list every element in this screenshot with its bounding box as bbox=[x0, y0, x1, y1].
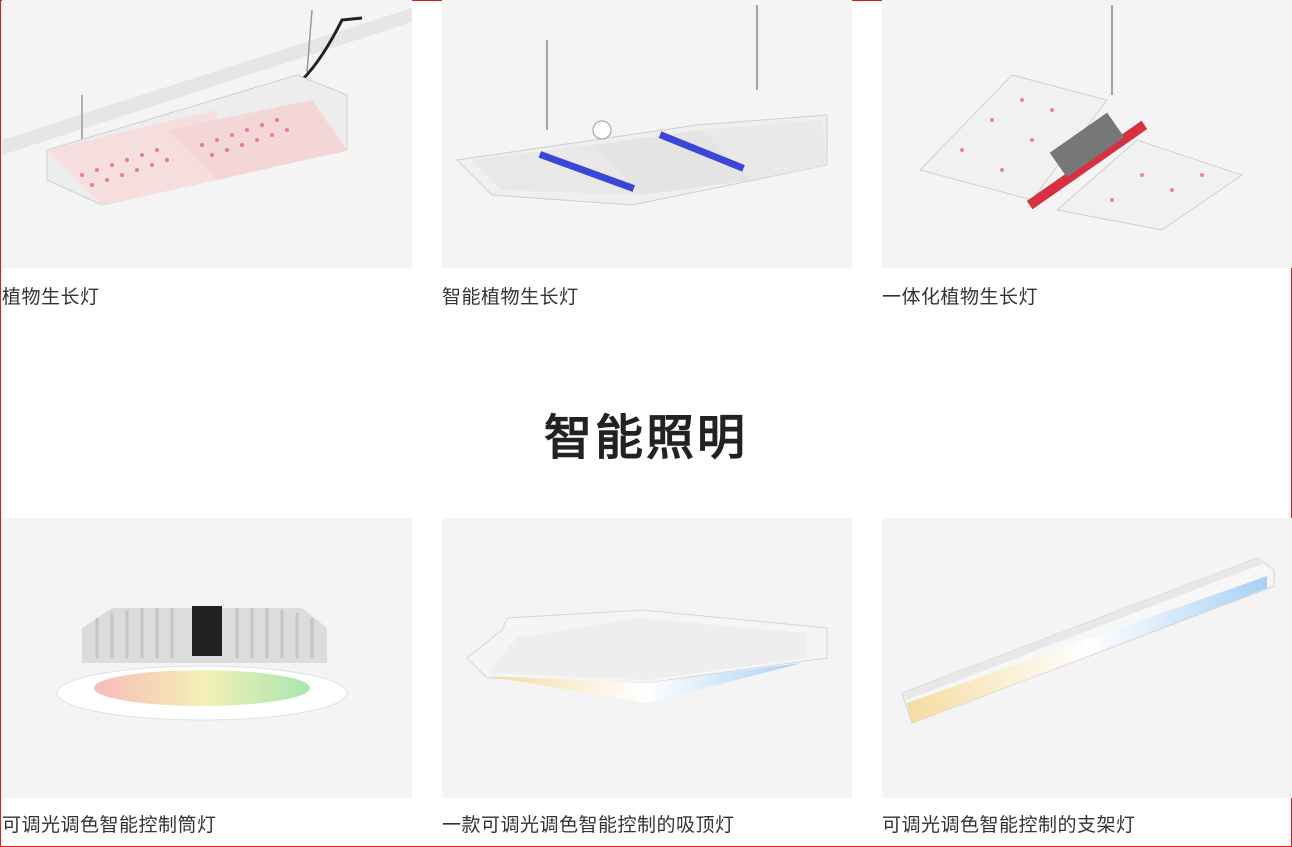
product-image[interactable] bbox=[442, 518, 852, 798]
product-image[interactable] bbox=[2, 0, 412, 268]
product-label[interactable]: 可调光调色智能控制筒灯 bbox=[2, 814, 217, 836]
smart-grow-light-icon bbox=[455, 5, 828, 206]
integrated-grow-light-icon bbox=[919, 5, 1244, 231]
product-label[interactable]: 可调光调色智能控制的支架灯 bbox=[882, 814, 1136, 836]
grow-light-panel-icon bbox=[2, 8, 412, 206]
downlight-icon bbox=[56, 606, 348, 721]
section-title: 智能照明 bbox=[543, 410, 748, 466]
product-label[interactable]: 一款可调光调色智能控制的吸顶灯 bbox=[442, 814, 735, 836]
product-label[interactable]: 智能植物生长灯 bbox=[442, 286, 579, 308]
product-image[interactable] bbox=[2, 518, 412, 798]
product-image[interactable] bbox=[442, 0, 852, 268]
product-label[interactable]: 一体化植物生长灯 bbox=[882, 286, 1039, 308]
batten-light-icon bbox=[901, 557, 1275, 724]
product-image[interactable] bbox=[882, 0, 1292, 268]
product-image[interactable] bbox=[882, 518, 1292, 798]
ceiling-light-icon bbox=[466, 609, 828, 703]
product-label[interactable]: 植物生长灯 bbox=[2, 286, 100, 308]
